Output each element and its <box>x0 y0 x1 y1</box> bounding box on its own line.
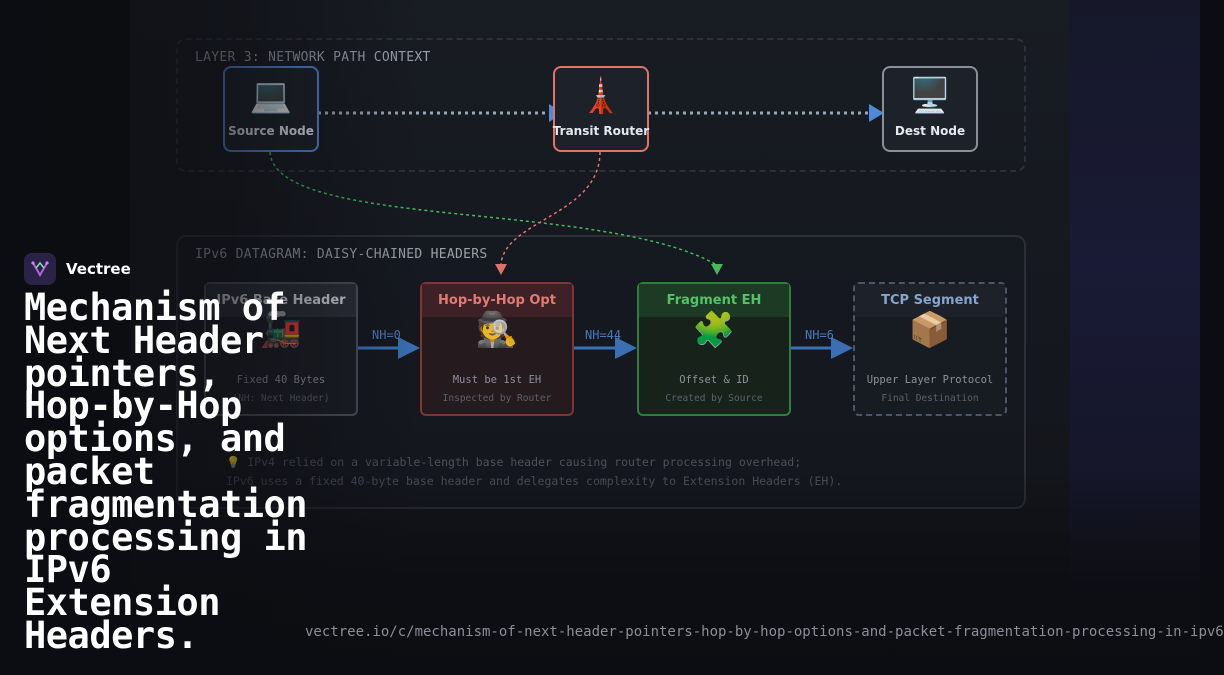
tcp-segment-desc: Upper Layer Protocol <box>866 374 994 386</box>
tower-icon: 🗼 <box>579 76 623 116</box>
nh-label-6: NH=6 <box>805 328 834 342</box>
dest-node-label: Dest Node <box>894 124 966 138</box>
package-icon: 📦 <box>908 310 952 350</box>
vectree-logo-icon <box>24 253 56 285</box>
source-node-label: Source Node <box>228 124 314 138</box>
desktop-icon: 🖥️ <box>908 76 952 116</box>
brand: Vectree <box>24 253 131 285</box>
source-node: 💻 Source Node <box>223 66 319 152</box>
nh-label-0: NH=0 <box>372 328 401 342</box>
hop-by-hop-desc: Must be 1st EH <box>452 374 542 386</box>
nh-label-44: NH=44 <box>585 328 622 342</box>
transit-router-node: 🗼 Transit Router <box>553 66 649 152</box>
tcp-segment-subdesc: Final Destination <box>881 393 979 404</box>
fragment-eh-box: Fragment EH 🧩 Offset & ID Created by Sou… <box>637 282 791 416</box>
laptop-icon: 💻 <box>249 76 293 116</box>
tcp-segment-box: TCP Segment 📦 Upper Layer Protocol Final… <box>853 282 1007 416</box>
fragment-eh-subdesc: Created by Source <box>665 393 763 404</box>
note-line-2: IPv6 uses a fixed 40-byte base header an… <box>226 474 843 488</box>
hop-by-hop-box: Hop-by-Hop Opt 🕵️ Must be 1st EH Inspect… <box>420 282 574 416</box>
page-url[interactable]: vectree.io/c/mechanism-of-next-header-po… <box>305 624 1224 640</box>
page-headline: Mechanism of Next Header pointers, Hop-b… <box>24 286 308 657</box>
hop-by-hop-title: Hop-by-Hop Opt <box>422 284 572 317</box>
ipv4-comparison-note: 💡 IPv4 relied on a variable-length base … <box>226 453 1006 491</box>
brand-name: Vectree <box>66 260 131 278</box>
vectree-logo-mark <box>31 261 49 277</box>
note-line-1: 💡 IPv4 relied on a variable-length base … <box>226 455 802 469</box>
dest-node: 🖥️ Dest Node <box>882 66 978 152</box>
transit-router-label: Transit Router <box>552 124 650 138</box>
network-section-title: LAYER 3: NETWORK PATH CONTEXT <box>195 50 431 65</box>
hop-by-hop-subdesc: Inspected by Router <box>442 393 552 404</box>
fragment-eh-title: Fragment EH <box>639 284 789 317</box>
detective-icon: 🕵️ <box>475 310 519 350</box>
datagram-section-title: IPv6 DATAGRAM: DAISY-CHAINED HEADERS <box>195 247 488 262</box>
background-right <box>1070 0 1200 675</box>
fragment-eh-desc: Offset & ID <box>679 374 749 386</box>
tcp-segment-title: TCP Segment <box>855 284 1005 317</box>
puzzle-icon: 🧩 <box>692 310 736 350</box>
